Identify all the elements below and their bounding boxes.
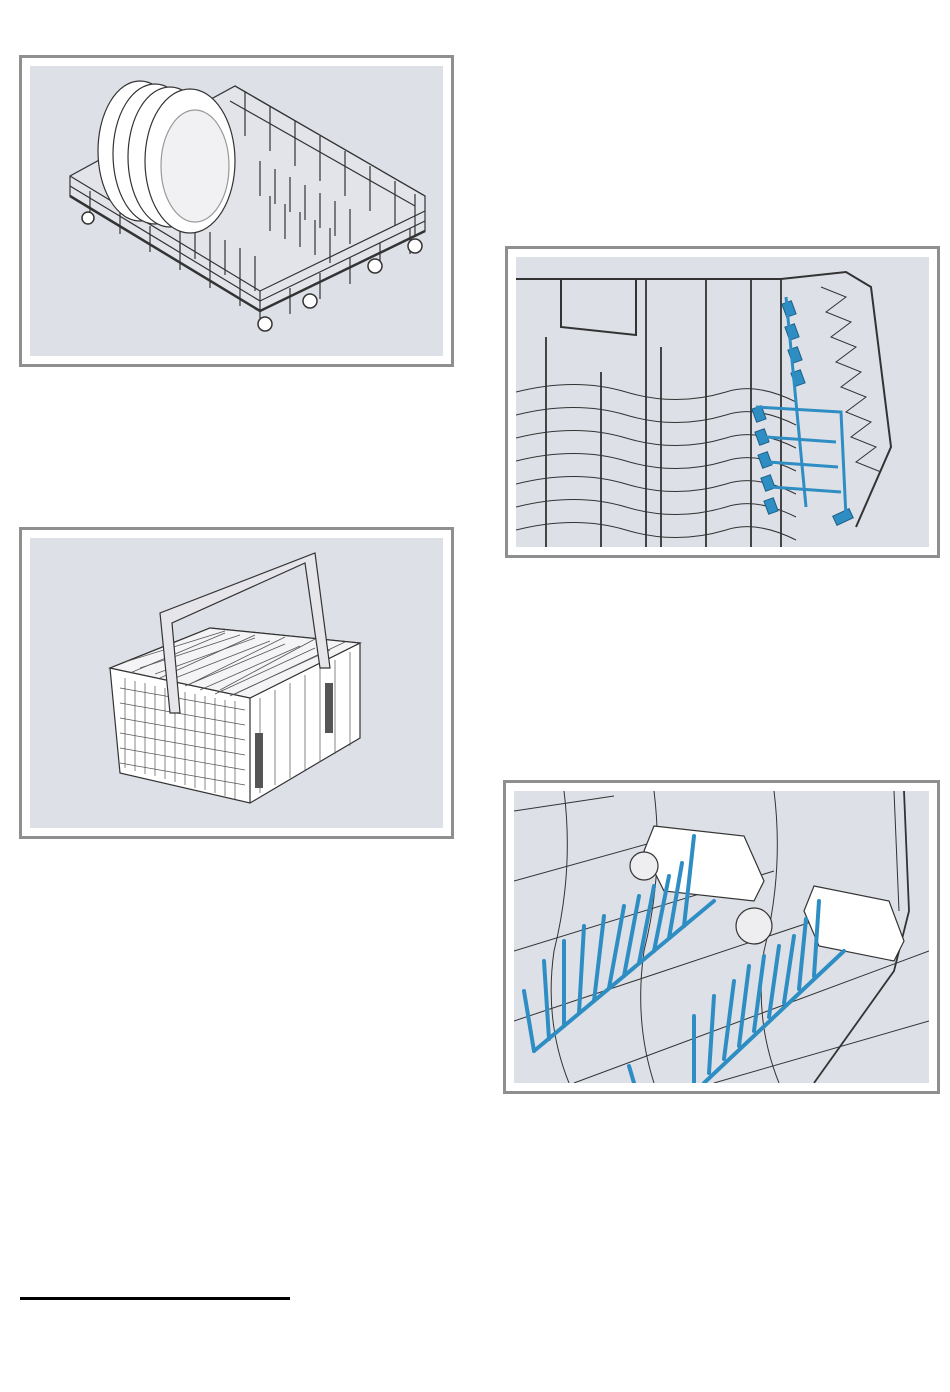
figure-lower-basket-plates [19, 55, 454, 367]
figure-cutlery-basket [19, 527, 454, 839]
footnote-rule [20, 1297, 290, 1300]
foldable-racks-illustration [516, 257, 929, 547]
plate-racks-illustration [514, 791, 929, 1083]
figure-panel [516, 257, 929, 547]
figure-lower-basket-plate-racks [503, 780, 940, 1094]
lower-basket-illustration [30, 66, 443, 356]
figure-panel [30, 66, 443, 356]
cutlery-basket-illustration [30, 538, 443, 828]
figure-panel [514, 791, 929, 1083]
figure-panel [30, 538, 443, 828]
figure-upper-basket-foldable-racks [505, 246, 940, 558]
